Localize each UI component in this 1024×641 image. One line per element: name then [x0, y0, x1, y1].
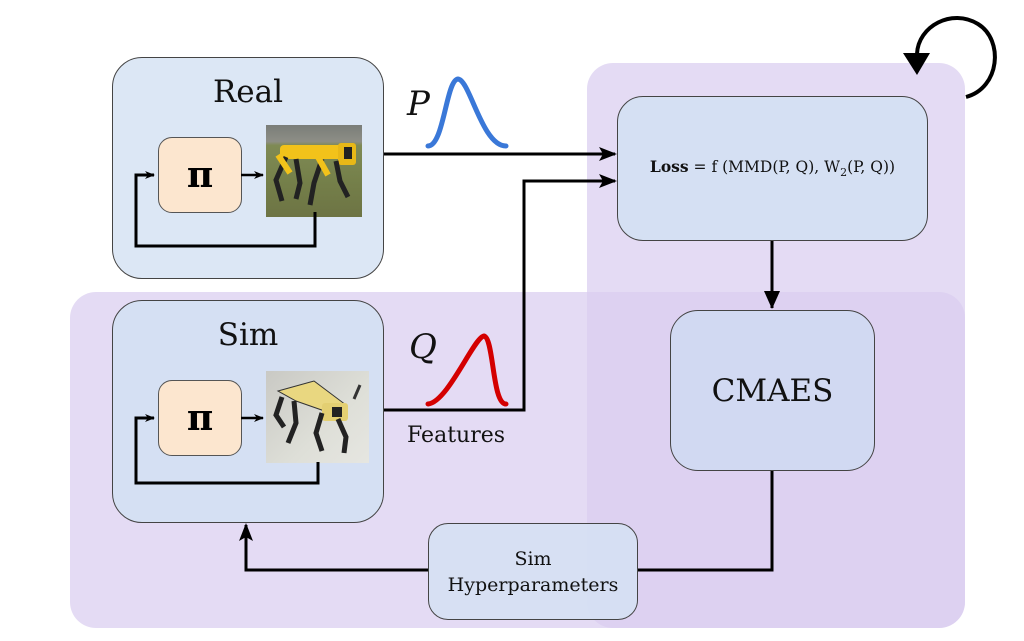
cmaes-box: CMAES — [670, 310, 875, 471]
loss-equation-body: = f (MMD(P, Q), W — [688, 158, 841, 177]
cmaes-label: CMAES — [711, 372, 834, 409]
loss-equation-subscript: 2 — [840, 166, 848, 180]
hyperparams-to-sim-arrow — [239, 523, 428, 572]
robot-dog-icon — [273, 143, 356, 206]
sim-to-loss-arrow — [384, 174, 617, 412]
real-title: Real — [212, 74, 284, 110]
loss-label: Loss — [649, 157, 689, 177]
distribution-p-label: P — [407, 84, 430, 124]
policy-symbol: π — [186, 154, 214, 196]
policy-symbol: π — [186, 397, 214, 439]
distribution-p-curve — [425, 76, 509, 149]
sim-title: Sim — [217, 317, 279, 353]
distribution-q-label: Q — [409, 327, 437, 367]
features-label: Features — [407, 423, 506, 448]
robot-dog-icon — [273, 380, 362, 454]
real-feedback-loop — [134, 171, 317, 248]
loss-equation-tail: (P, Q)) — [847, 158, 896, 177]
hyperparams-line2: Hyperparameters — [447, 573, 619, 596]
distribution-q-curve — [425, 333, 509, 407]
circular-arrow-icon — [903, 16, 997, 99]
loss-function-box: Loss = f (MMD(P, Q), W2(P, Q)) — [617, 96, 928, 241]
real-robot-image — [266, 125, 362, 217]
sim-policy-box: π — [158, 380, 242, 456]
cmaes-to-hyperparams-line — [638, 471, 774, 572]
loss-equation: Loss = f (MMD(P, Q), W2(P, Q)) — [650, 157, 895, 179]
sim-feedback-loop — [134, 414, 320, 485]
hyperparams-line1: Sim — [514, 547, 552, 570]
real-environment-box: Real π — [112, 57, 384, 279]
sim-hyperparameters-box: Sim Hyperparameters — [428, 523, 638, 620]
real-policy-box: π — [158, 137, 242, 213]
sim-environment-box: Sim π — [112, 300, 384, 523]
sim-robot-image — [266, 371, 369, 463]
